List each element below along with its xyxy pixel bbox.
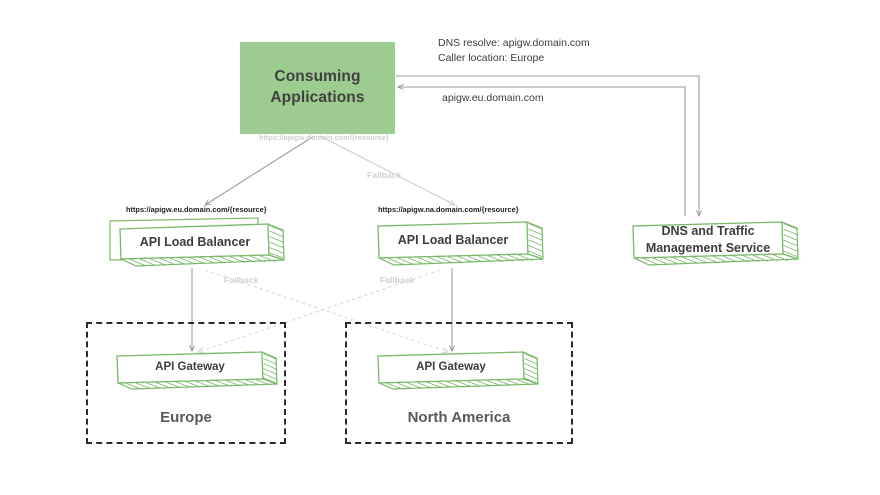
node-consuming-applications-label: Consuming Applications: [270, 68, 365, 106]
wire-apps-to-lb-na: [319, 135, 455, 205]
wire-apps-to-lb-eu: [205, 135, 315, 205]
gw-eu-front-face: [116, 351, 264, 384]
node-consuming-applications[interactable]: Consuming Applications: [240, 42, 395, 134]
node-api-load-balancer-na[interactable]: API Load Balancer: [375, 212, 550, 270]
wire-apps-to-dns: [396, 75, 699, 216]
node-api-gateway-eu[interactable]: API Gateway: [114, 348, 284, 392]
node-api-gateway-na[interactable]: API Gateway: [375, 348, 545, 392]
lb-na-front-face: [377, 221, 529, 259]
gw-eu-bottom-face: [117, 378, 278, 390]
lb-eu-front-face: [119, 223, 270, 260]
region-europe: Europe: [86, 322, 286, 444]
annotation-dns-resolve-block: DNS resolve: apigw.domain.com Caller loc…: [438, 36, 590, 66]
gw-na-bottom-face: [378, 378, 539, 390]
annotation-resolved-host: apigw.eu.domain.com: [442, 92, 544, 104]
gw-na-front-face: [377, 351, 525, 384]
node-dns-traffic-management-service[interactable]: DNS and Traffic Management Service: [630, 212, 805, 270]
annotation-dns-resolve: DNS resolve: apigw.domain.com: [438, 37, 590, 49]
wire-dns-to-apps: [398, 87, 686, 216]
wire-lb-na-to-gw-eu-fallback: [198, 269, 441, 352]
region-europe-label: Europe: [160, 409, 212, 426]
node-api-load-balancer-eu[interactable]: API Load Balancer: [108, 212, 288, 270]
region-north-america-label: North America: [407, 409, 511, 426]
region-north-america: North America: [345, 322, 573, 444]
wire-lb-eu-to-gw-na-fallback: [204, 269, 448, 352]
dns-front-face: [632, 221, 784, 259]
annotation-caller-location: Caller location: Europe: [438, 52, 545, 65]
